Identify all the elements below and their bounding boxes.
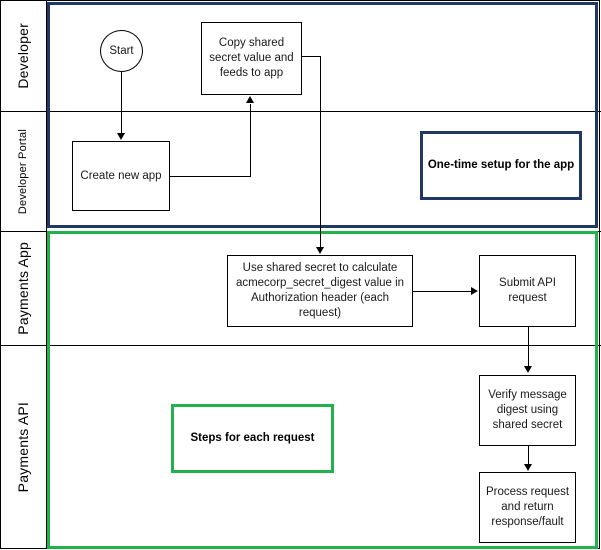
lane-label-developer-portal: Developer Portal — [17, 128, 29, 215]
group-box-one-time-setup — [47, 2, 598, 228]
node-create-new-app-label: Create new app — [80, 169, 162, 182]
lane-label-payments-api: Payments API — [15, 402, 31, 493]
node-calculate-digest[interactable]: Use shared secret to calculate acmecorp_… — [227, 255, 413, 327]
lane-label-payments-app: Payments App — [15, 242, 31, 335]
lane-header-payments-api: Payments API — [0, 345, 47, 549]
edge-calculate-digest-to-submit-request — [413, 291, 471, 292]
lane-header-developer-portal: Developer Portal — [0, 111, 47, 231]
node-copy-shared-secret[interactable]: Copy shared secret value and feeds to ap… — [201, 22, 302, 95]
annotation-one-time-setup-label: One-time setup for the app — [427, 159, 575, 171]
edge-verify-digest-to-process-request — [528, 446, 529, 465]
lane-separator-3 — [47, 345, 601, 346]
edge-submit-request-to-verify-digest — [528, 327, 529, 367]
edge-copy-secret-to-calculate-digest-segment-v — [320, 56, 321, 247]
edge-create-app-to-copy-secret-segment-h — [170, 176, 251, 177]
node-create-new-app[interactable]: Create new app — [72, 141, 170, 211]
lane-label-developer: Developer — [15, 22, 31, 89]
annotation-steps-each-request-label: Steps for each request — [190, 432, 315, 444]
edge-copy-secret-to-calculate-digest-arrowhead — [316, 247, 324, 254]
edge-start-to-create-new-app-arrowhead — [117, 133, 125, 140]
node-process-request[interactable]: Process request and return response/faul… — [479, 472, 576, 543]
node-calculate-digest-label: Use shared secret to calculate acmecorp_… — [235, 262, 405, 319]
node-copy-shared-secret-label: Copy shared secret value and feeds to ap… — [209, 37, 294, 79]
annotation-one-time-setup: One-time setup for the app — [420, 131, 582, 200]
edge-calculate-digest-to-submit-request-arrowhead — [471, 287, 478, 295]
node-verify-message-digest[interactable]: Verify message digest using shared secre… — [479, 375, 576, 446]
edge-submit-request-to-verify-digest-arrowhead — [524, 366, 532, 373]
edge-copy-secret-to-calculate-digest-segment-h — [302, 56, 321, 57]
node-start-label: Start — [109, 45, 134, 57]
lane-separator-1 — [47, 111, 601, 112]
node-verify-message-digest-label: Verify message digest using shared secre… — [488, 389, 567, 431]
node-start[interactable]: Start — [100, 30, 143, 72]
edge-start-to-create-new-app — [121, 72, 122, 134]
edge-create-app-to-copy-secret-segment-v — [250, 104, 251, 176]
lane-header-developer: Developer — [0, 0, 47, 111]
annotation-steps-each-request: Steps for each request — [171, 404, 334, 473]
node-submit-api-request-label: Submit API request — [499, 277, 556, 304]
edge-verify-digest-to-process-request-arrowhead — [524, 464, 532, 471]
group-box-each-request — [47, 231, 598, 549]
node-process-request-label: Process request and return response/faul… — [485, 486, 570, 528]
node-submit-api-request[interactable]: Submit API request — [479, 255, 576, 327]
edge-create-app-to-copy-secret-arrowhead — [246, 96, 254, 103]
lane-header-payments-app: Payments App — [0, 231, 47, 345]
